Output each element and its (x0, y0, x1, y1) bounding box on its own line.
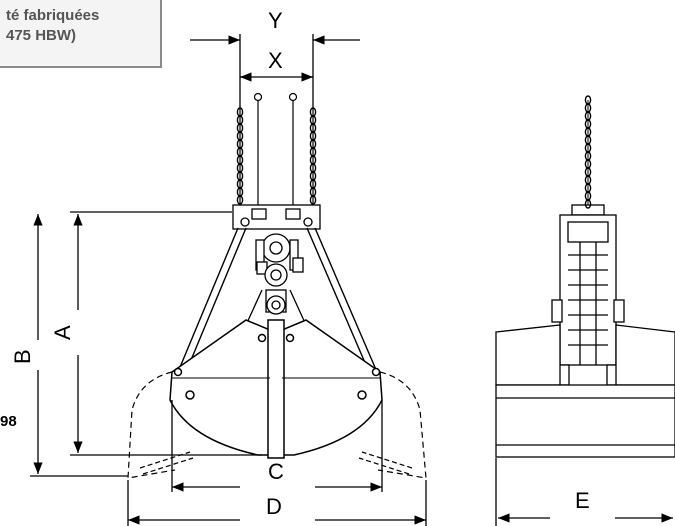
head-beam (232, 204, 321, 230)
chain-link (584, 199, 592, 209)
dimension-label-y: Y (268, 8, 283, 33)
chain-left (236, 107, 244, 205)
central-mechanism (245, 233, 307, 326)
chain-link (236, 195, 244, 205)
dimension-b (30, 214, 128, 477)
suspension-chains (239, 100, 314, 205)
dimension-c (171, 400, 383, 492)
material-note-box: té fabriquées 475 HBW) (0, 0, 162, 68)
dimension-d (127, 480, 427, 526)
dimension-e (495, 458, 673, 526)
material-note-line-1: té fabriquées (6, 7, 100, 24)
dimension-a (70, 211, 262, 456)
rod-eyes (253, 92, 298, 102)
dimension-label-x: X (268, 48, 283, 73)
chain-link (309, 195, 317, 205)
material-note-line-2: 475 HBW) (6, 27, 77, 44)
dimension-label-e: E (575, 488, 590, 513)
chain-side (584, 95, 592, 209)
grab-bucket-closed (169, 319, 383, 459)
side-view-grab (495, 100, 675, 458)
dimension-y (190, 34, 360, 110)
chain-right (309, 107, 317, 205)
grab-arms (177, 227, 378, 373)
dimension-label-b: B (10, 349, 35, 364)
dimension-label-c: C (268, 459, 284, 484)
edge-value: 98 (0, 413, 17, 430)
dimension-label-d: D (266, 494, 282, 519)
dimension-label-a: A (50, 325, 75, 340)
